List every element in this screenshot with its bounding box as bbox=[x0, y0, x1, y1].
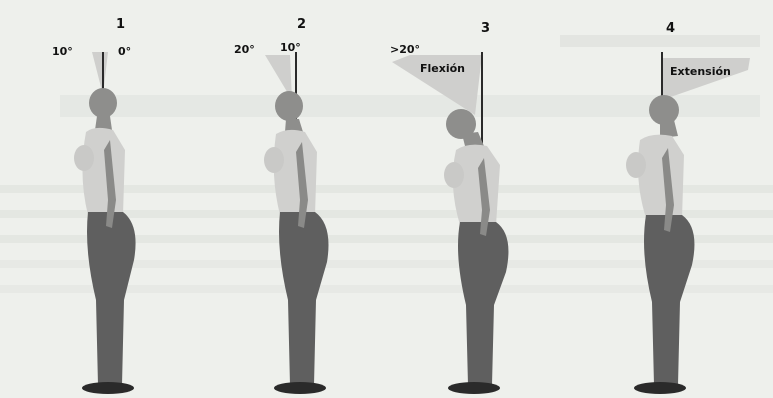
figure-2-angle-vertical: 10° bbox=[280, 42, 301, 53]
figure-4-silhouette bbox=[626, 95, 694, 394]
figure-3-angle-forward: >20° bbox=[390, 44, 420, 55]
figure-1-angle-forward: 10° bbox=[52, 46, 73, 57]
figure-1-number: 1 bbox=[116, 18, 125, 31]
figure-4-movement-label: Extensión bbox=[670, 66, 731, 77]
figure-4-number: 4 bbox=[666, 22, 675, 35]
figure-2-angle-forward: 20° bbox=[234, 44, 255, 55]
figure-3-number: 3 bbox=[481, 22, 490, 35]
figure-3-movement-label: Flexión bbox=[420, 63, 465, 74]
figure-2-number: 2 bbox=[297, 18, 306, 31]
figure-1-angle-vertical: 0° bbox=[118, 46, 131, 57]
